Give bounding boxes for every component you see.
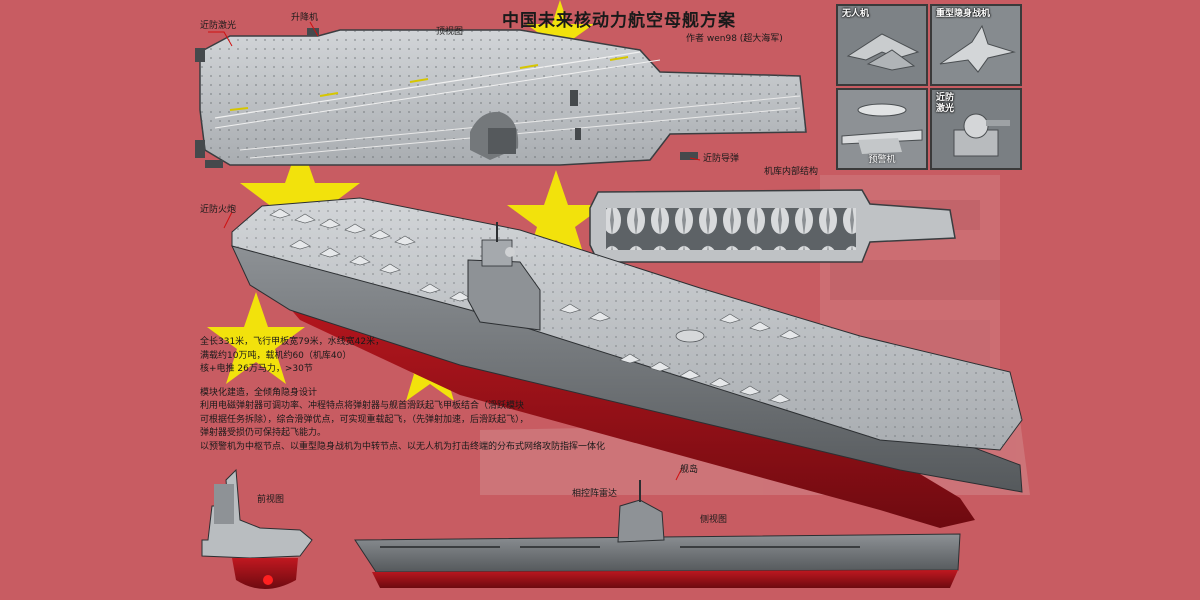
perspective-view-drawing: [231, 197, 1023, 528]
label-side-view: 侧视图: [700, 515, 728, 525]
laser-ciws-image: [932, 90, 1020, 168]
page-title: 中国未来核动力航空母舰方案: [502, 11, 736, 31]
hangar-cutaway-drawing: [589, 189, 956, 263]
label-hangar-structure: 机库内部结构: [764, 167, 819, 177]
specifications-text: 全长331米，飞行甲板宽79米，水线宽42米， 满载约10万吨，载机约60（机库…: [200, 336, 620, 454]
spec-line: 全长331米，飞行甲板宽79米，水线宽42米，: [200, 337, 385, 347]
flag-star: [526, 0, 594, 63]
drone-image: [838, 6, 926, 84]
panel-awacs-label: 预警机: [868, 155, 896, 165]
panel-laser-ciws-label-line1: 近防: [936, 93, 955, 103]
panel-stealth-fighter: 重型隐身战机: [930, 4, 1022, 86]
author-credit: 作者 wen98 (超大海军): [686, 34, 783, 44]
panel-stealth-fighter-label: 重型隐身战机: [936, 9, 991, 19]
spec-line: 核+电推 26万马力，>30节: [200, 364, 313, 374]
stealth-fighter-image: [932, 6, 1020, 84]
label-island: 舰岛: [680, 465, 699, 475]
side-view-drawing: [354, 480, 961, 588]
label-elevator: 升降机: [291, 13, 319, 23]
leader-lines: [208, 21, 701, 508]
spec-line: 利用电磁弹射器可调功率、冲程特点将弹射器与舰首滑跃起飞甲板结合（滑跃模块: [200, 401, 525, 411]
flag-star: [207, 292, 305, 384]
label-ciws-missile: 近防导弹: [703, 154, 740, 164]
panel-laser-ciws-label-line2: 激光: [936, 104, 955, 114]
panel-laser-ciws: 近防 激光: [930, 88, 1022, 170]
spec-line: 满载约10万吨，载机约60（机库40）: [200, 350, 352, 361]
spec-line: 可根据任务拆除），综合滑弹优点，可实现重载起飞，（先弹射加速，后滑跃起飞），: [200, 414, 529, 425]
awacs-image: [838, 90, 926, 168]
label-top-view: 顶视图: [436, 27, 464, 37]
label-ciws-laser: 近防激光: [200, 21, 237, 31]
panel-awacs: 预警机: [836, 88, 928, 170]
flag-star: [507, 170, 605, 262]
panel-laser-ciws-label: 近防 激光: [936, 93, 954, 115]
spec-line: [200, 377, 620, 387]
spec-line: 模块化建造，全倾角隐身设计: [200, 387, 318, 398]
spec-line: 弹射器受损仍可保持起飞能力。: [200, 428, 327, 438]
top-view-drawing: [195, 28, 807, 168]
panel-drone: 无人机: [836, 4, 928, 86]
label-front-view: 前视图: [257, 495, 285, 505]
panel-drone-label: 无人机: [842, 9, 870, 19]
front-view-drawing: [201, 468, 313, 589]
label-ciws-gun: 近防火炮: [200, 205, 237, 215]
flag-star: [240, 140, 360, 253]
label-phased-radar: 相控阵雷达: [572, 489, 618, 499]
spec-line: 以预警机为中枢节点、以重型隐身战机为中转节点、以无人机为打击终端的分布式网络攻防…: [200, 441, 606, 452]
